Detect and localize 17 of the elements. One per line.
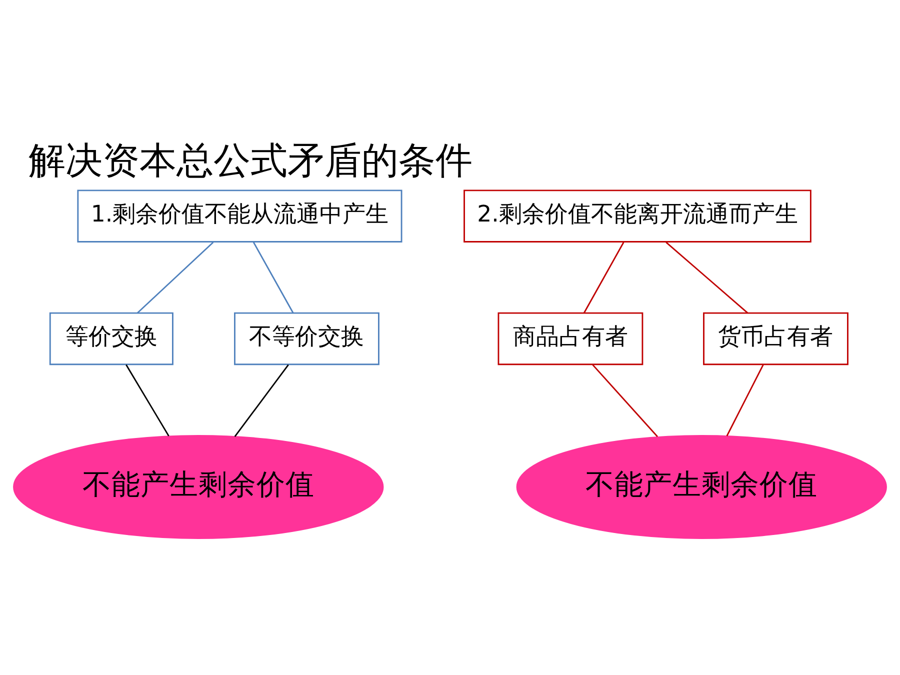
connector [592,364,658,437]
connector [666,241,748,313]
node-box: 货币占有者 [703,312,848,365]
connector [126,364,170,436]
connector [137,241,214,313]
connector [234,364,289,437]
node-ellipse: 不能产生剩余价值 [516,434,887,539]
node-box: 等价交换 [49,312,174,365]
node-box: 2.剩余价值不能离开流通而产生 [464,189,812,242]
connector [726,364,764,436]
connector [583,242,624,313]
node-box: 1.剩余价值不能从流通中产生 [77,189,402,242]
connector [252,242,294,313]
diagram-title: 解决资本总公式矛盾的条件 [28,138,472,182]
node-box: 不等价交换 [234,312,380,365]
node-box: 商品占有者 [498,312,644,365]
node-ellipse: 不能产生剩余价值 [13,434,384,539]
